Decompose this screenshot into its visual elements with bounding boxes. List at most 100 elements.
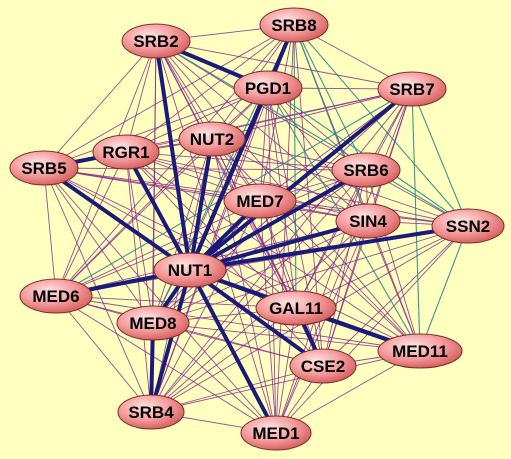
node-ellipse xyxy=(259,7,329,43)
edge-rgr1-srb6 xyxy=(125,151,367,171)
node-ellipse xyxy=(377,71,447,107)
node-ellipse xyxy=(153,252,227,288)
node-med6[interactable]: MED6 xyxy=(19,278,93,314)
node-ellipse xyxy=(117,394,185,430)
edge-heavy-nut1-srb8 xyxy=(188,23,296,272)
edge-srb6-med11 xyxy=(365,169,421,352)
node-label: SRB4 xyxy=(128,403,174,422)
edge-heavy-nut1-rgr1 xyxy=(124,150,192,272)
node-med8[interactable]: MED8 xyxy=(116,305,190,341)
edge-ssn2-med8 xyxy=(152,225,469,324)
node-sin4[interactable]: SIN4 xyxy=(335,203,401,239)
node-rgr1[interactable]: RGR1 xyxy=(92,134,160,170)
node-ellipse xyxy=(377,333,463,369)
edge-sin4-med11 xyxy=(367,220,421,352)
node-label: MED11 xyxy=(392,342,448,361)
node-label: MED7 xyxy=(236,192,283,211)
edge-heavy-nut1-srb5 xyxy=(42,166,192,272)
node-nut1[interactable]: NUT1 xyxy=(153,252,227,288)
node-srb2[interactable]: SRB2 xyxy=(121,23,191,59)
node-pgd1[interactable]: PGD1 xyxy=(233,70,303,106)
node-ellipse xyxy=(223,183,297,219)
edge-rgr1-med11 xyxy=(125,151,421,352)
edge-gal11-srb4 xyxy=(150,307,297,413)
edge-rgr1-gal11 xyxy=(125,151,297,309)
edge-srb8-gal11 xyxy=(293,24,297,309)
node-srb8[interactable]: SRB8 xyxy=(259,7,329,43)
edge-srb5-gal11 xyxy=(43,167,297,309)
node-label: SRB5 xyxy=(21,159,66,178)
node-ellipse xyxy=(289,348,357,384)
node-ssn2[interactable]: SSN2 xyxy=(431,208,505,244)
edge-srb2-ssn2 xyxy=(155,40,469,227)
node-ellipse xyxy=(116,305,190,341)
edge-ssn2-med11 xyxy=(419,225,469,352)
edge-srb2-med7 xyxy=(155,40,261,202)
edge-heavy-nut1-srb4 xyxy=(149,268,192,414)
node-label: NUT2 xyxy=(190,130,234,149)
node-label: SRB6 xyxy=(343,161,388,180)
edge-ssn2-gal11 xyxy=(295,225,469,309)
edge-rgr1-ssn2 xyxy=(125,151,469,227)
edge-srb5-srb4 xyxy=(43,167,152,413)
node-srb5[interactable]: SRB5 xyxy=(9,150,79,186)
edge-srb2-srb7 xyxy=(155,40,413,90)
edge-srb6-med6 xyxy=(55,169,367,297)
edge-srb8-srb5 xyxy=(43,24,295,169)
edge-heavy-nut1-nut2 xyxy=(188,137,214,272)
node-label: SIN4 xyxy=(349,212,387,231)
node-ellipse xyxy=(431,208,505,244)
node-srb7[interactable]: SRB7 xyxy=(377,71,447,107)
node-srb4[interactable]: SRB4 xyxy=(117,394,185,430)
edge-heavy-nut1-cse2 xyxy=(188,268,325,368)
edge-srb5-sin4 xyxy=(43,167,369,222)
edge-srb8-srb6 xyxy=(293,24,367,171)
node-label: SRB7 xyxy=(389,80,434,99)
edge-srb6-cse2 xyxy=(322,169,367,367)
edge-srb6-srb4 xyxy=(150,169,367,413)
node-ellipse xyxy=(233,70,303,106)
node-label: SRB2 xyxy=(133,32,178,51)
edge-srb5-med8 xyxy=(43,167,154,324)
node-label: GAL11 xyxy=(269,299,323,318)
node-label: NUT1 xyxy=(168,261,212,280)
node-label: SRB8 xyxy=(271,16,316,35)
edge-heavy-nut1-srb7 xyxy=(188,87,414,272)
node-med7[interactable]: MED7 xyxy=(223,183,297,219)
edge-pgd1-med6 xyxy=(55,87,269,297)
edge-med7-cse2 xyxy=(259,200,324,367)
edge-sin4-med8 xyxy=(152,220,369,324)
edge-med8-med1 xyxy=(152,322,277,434)
edge-srb7-nut2 xyxy=(211,88,413,140)
node-srb6[interactable]: SRB6 xyxy=(331,152,401,188)
node-nut2[interactable]: NUT2 xyxy=(178,121,246,157)
node-ellipse xyxy=(9,150,79,186)
node-label: MED6 xyxy=(32,287,79,306)
edge-srb8-ssn2 xyxy=(293,24,469,227)
edge-srb2-srb5 xyxy=(43,40,157,169)
node-med11[interactable]: MED11 xyxy=(377,333,463,369)
edge-rgr1-med8 xyxy=(125,151,154,324)
edge-sin4-med1 xyxy=(275,220,369,434)
edge-med6-med11 xyxy=(55,295,421,352)
node-gal11[interactable]: GAL11 xyxy=(255,290,337,326)
edge-srb7-med11 xyxy=(411,88,421,352)
edge-srb7-ssn2 xyxy=(411,88,469,227)
edge-med7-med11 xyxy=(259,200,421,352)
edge-heavy-nut1-srb6 xyxy=(188,168,368,272)
node-label: SSN2 xyxy=(446,217,490,236)
node-label: MED1 xyxy=(252,424,299,443)
node-med1[interactable]: MED1 xyxy=(240,415,312,451)
edge-gal11-med1 xyxy=(275,307,297,434)
edge-srb8-rgr1 xyxy=(125,24,295,153)
edge-srb2-rgr1 xyxy=(125,40,157,153)
node-ellipse xyxy=(121,23,191,59)
node-ellipse xyxy=(178,121,246,157)
edge-srb7-gal11 xyxy=(295,88,413,309)
edge-med8-med11 xyxy=(152,322,421,352)
node-label: PGD1 xyxy=(245,79,291,98)
node-cse2[interactable]: CSE2 xyxy=(289,348,357,384)
edge-srb7-srb4 xyxy=(150,88,413,413)
